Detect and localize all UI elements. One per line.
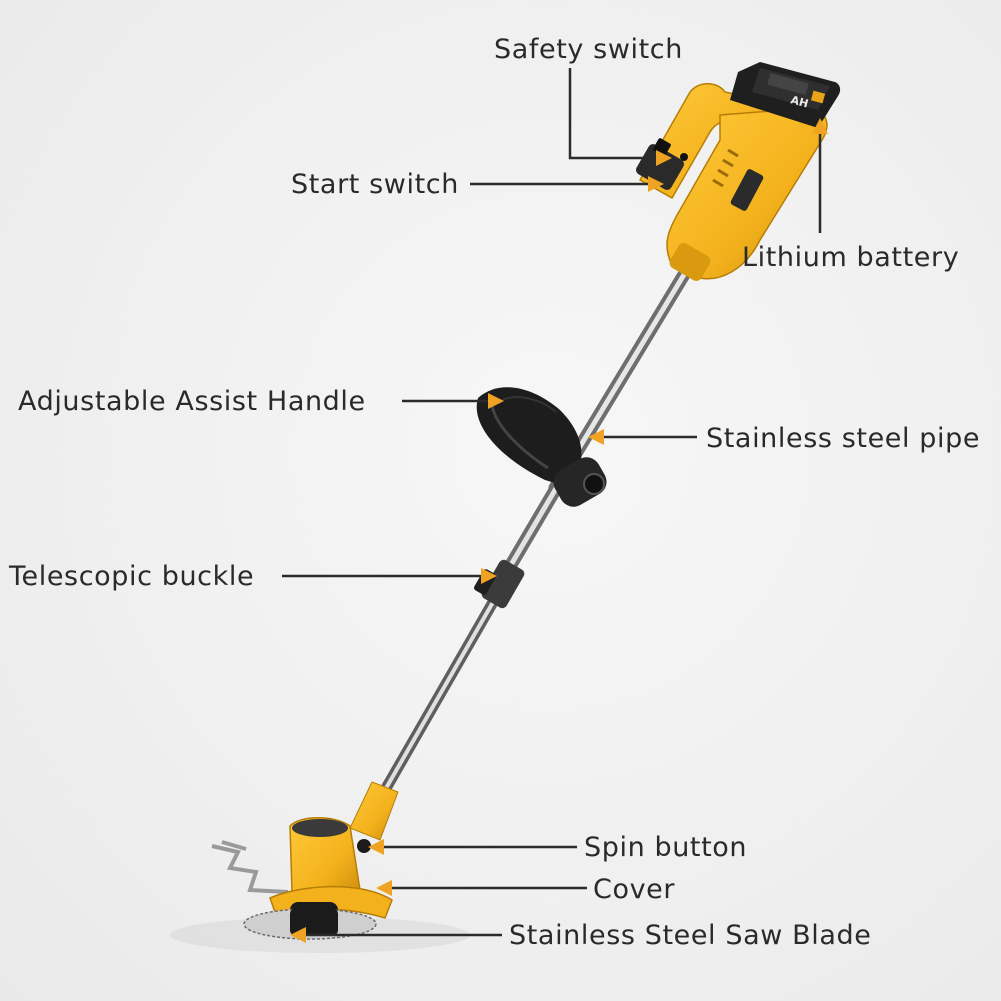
- label-safety-switch: Safety switch: [494, 34, 683, 65]
- leader-safety-switch: [568, 68, 660, 160]
- battery-pack: AH: [730, 62, 841, 128]
- label-cover: Cover: [593, 874, 676, 905]
- telescopic-buckle-part: [474, 559, 525, 609]
- arrow-assist-handle: [488, 393, 504, 409]
- arrow-steel-pipe: [588, 429, 604, 445]
- arrow-cover: [376, 880, 392, 896]
- label-telescopic-buckle: Telescopic buckle: [9, 561, 255, 592]
- arrow-start-switch: [648, 176, 664, 192]
- arrow-spin-button: [368, 839, 384, 855]
- label-steel-pipe: Stainless steel pipe: [706, 423, 981, 454]
- label-saw-blade: Stainless Steel Saw Blade: [509, 920, 872, 951]
- label-lithium-battery: Lithium battery: [742, 242, 960, 273]
- label-start-switch: Start switch: [291, 169, 459, 200]
- arrow-safety-switch: [656, 150, 672, 166]
- label-assist-handle: Adjustable Assist Handle: [18, 386, 366, 417]
- stainless-steel-pipe: [380, 261, 695, 793]
- trimmer-head: [211, 781, 399, 940]
- main-handle-body: [636, 83, 828, 281]
- leader-lines: [282, 68, 822, 937]
- arrow-telescopic-buckle: [481, 568, 497, 584]
- battery-marking: AH: [789, 93, 809, 110]
- label-spin-button: Spin button: [584, 832, 748, 863]
- assist-handle-part: [476, 387, 607, 507]
- arrowheads: [290, 118, 828, 943]
- arrow-saw-blade: [290, 927, 306, 943]
- arrow-lithium-battery: [812, 118, 828, 134]
